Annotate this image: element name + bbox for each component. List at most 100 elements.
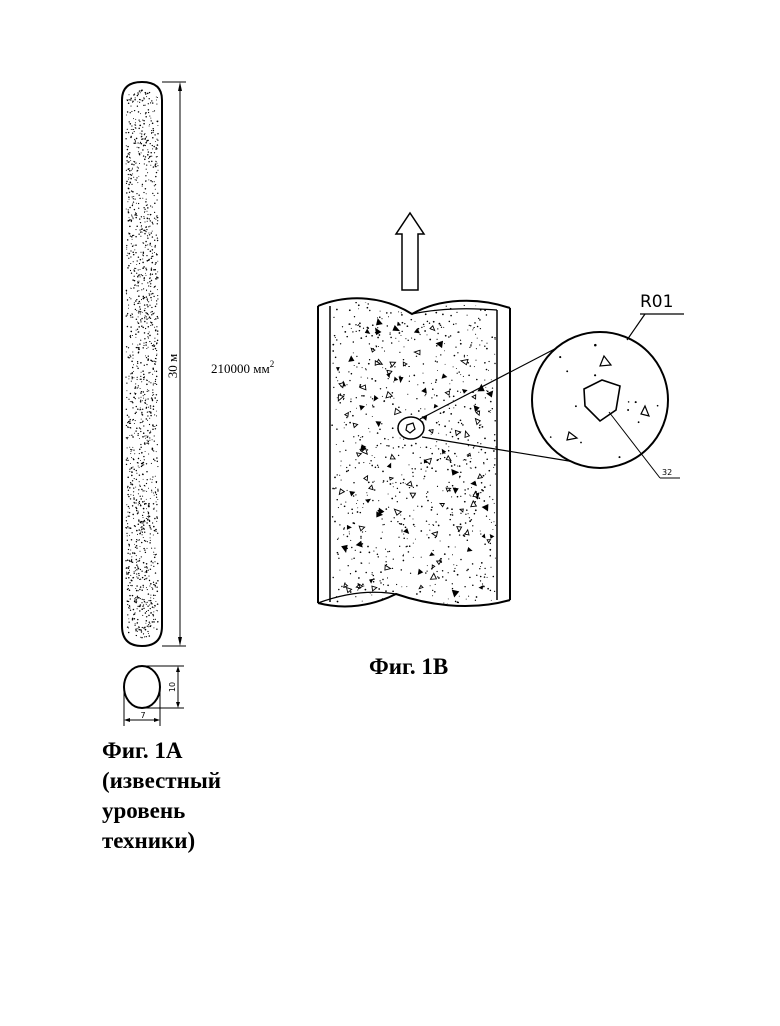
stipple-dot: [132, 316, 133, 317]
inclusion-particle: [387, 373, 390, 377]
cross-section-ellipse: [124, 666, 160, 708]
stipple-dot: [398, 311, 399, 312]
stipple-dot: [367, 378, 368, 379]
stipple-dot: [153, 552, 154, 553]
stipple-dot: [379, 316, 381, 318]
stipple-dot: [139, 533, 141, 535]
stipple-dot: [156, 504, 157, 505]
stipple-dot: [334, 488, 335, 489]
stipple-dot: [134, 601, 136, 603]
stipple-dot: [130, 427, 131, 428]
stipple-dot: [145, 435, 146, 436]
stipple-dot: [151, 463, 152, 464]
stipple-dot: [404, 323, 405, 324]
stipple-dot: [152, 374, 153, 375]
stipple-dot: [152, 102, 153, 103]
stipple-dot: [137, 606, 138, 607]
stipple-dot: [135, 300, 137, 302]
stipple-dot: [355, 467, 356, 468]
stipple-dot: [154, 440, 155, 441]
stipple-dot: [143, 297, 144, 298]
stipple-dot: [129, 192, 130, 193]
stipple-dot: [134, 393, 135, 394]
figure-1a-caption-line-4: техники): [102, 826, 322, 856]
stipple-dot: [148, 151, 149, 152]
stipple-dot: [138, 523, 140, 525]
stipple-dot: [351, 559, 352, 560]
inclusion-particle: [342, 546, 347, 552]
stipple-dot: [132, 354, 133, 355]
stipple-dot: [374, 406, 375, 407]
stipple-dot: [150, 243, 152, 245]
stipple-dot: [146, 620, 148, 622]
stipple-dot: [151, 268, 153, 270]
stipple-dot: [137, 566, 138, 567]
inclusion-particle: [467, 453, 470, 456]
stipple-dot: [378, 588, 380, 590]
stipple-dot: [142, 534, 143, 535]
stipple-dot: [398, 341, 399, 342]
stipple-dot: [156, 425, 157, 426]
stipple-dot: [152, 324, 153, 325]
stipple-dot: [360, 337, 362, 339]
stipple-dot: [133, 502, 134, 503]
stipple-dot: [147, 398, 148, 399]
stipple-dot: [157, 466, 158, 467]
stipple-dot: [486, 348, 488, 350]
stipple-dot: [436, 441, 437, 442]
stipple-dot: [138, 295, 140, 297]
inclusion-particle: [414, 350, 420, 355]
stipple-dot: [143, 374, 145, 376]
stipple-dot: [148, 570, 149, 571]
stipple-dot: [490, 485, 491, 486]
stipple-dot: [152, 207, 153, 208]
stipple-dot: [152, 137, 154, 139]
stipple-dot: [148, 505, 149, 506]
stipple-dot: [388, 507, 389, 508]
stipple-dot: [431, 506, 433, 508]
stipple-dot: [342, 326, 343, 327]
stipple-dot: [443, 327, 444, 328]
stipple-dot: [334, 521, 336, 523]
stipple-dot: [141, 381, 142, 382]
stipple-dot: [133, 196, 134, 197]
stipple-dot: [369, 563, 370, 564]
stipple-dot: [132, 101, 134, 103]
stipple-dot: [128, 378, 129, 379]
stipple-dot: [388, 445, 390, 447]
stipple-dot: [575, 405, 577, 407]
stipple-dot: [126, 315, 127, 316]
stipple-dot: [145, 623, 146, 624]
stipple-dot: [383, 584, 384, 585]
stipple-dot: [153, 269, 155, 271]
stipple-dot: [343, 440, 344, 441]
stipple-dot: [135, 244, 137, 246]
stipple-dot: [129, 545, 130, 546]
stipple-dot: [133, 572, 134, 573]
stipple-dot: [400, 483, 401, 484]
stipple-dot: [332, 350, 334, 352]
stipple-dot: [416, 485, 418, 487]
stipple-dot: [349, 422, 351, 424]
stipple-dot: [435, 521, 436, 522]
stipple-dot: [132, 351, 133, 352]
stipple-dot: [143, 192, 144, 193]
stipple-dot: [154, 607, 155, 608]
stipple-dot: [137, 512, 139, 514]
stipple-dot: [345, 424, 347, 426]
inclusion-particle: [418, 570, 422, 575]
stipple-dot: [140, 376, 141, 377]
stipple-dot: [401, 314, 403, 316]
stipple-dot: [147, 298, 149, 300]
inclusion-particle: [350, 492, 354, 496]
stipple-dot: [348, 371, 349, 372]
stipple-dot: [448, 336, 450, 338]
stipple-dot: [446, 508, 447, 509]
stipple-dot: [128, 305, 129, 306]
stipple-dot: [145, 188, 147, 190]
stipple-dot: [338, 589, 340, 591]
stipple-dot: [142, 515, 143, 516]
stipple-dot: [135, 502, 136, 503]
stipple-dot: [130, 498, 131, 499]
stipple-dot: [131, 539, 133, 541]
